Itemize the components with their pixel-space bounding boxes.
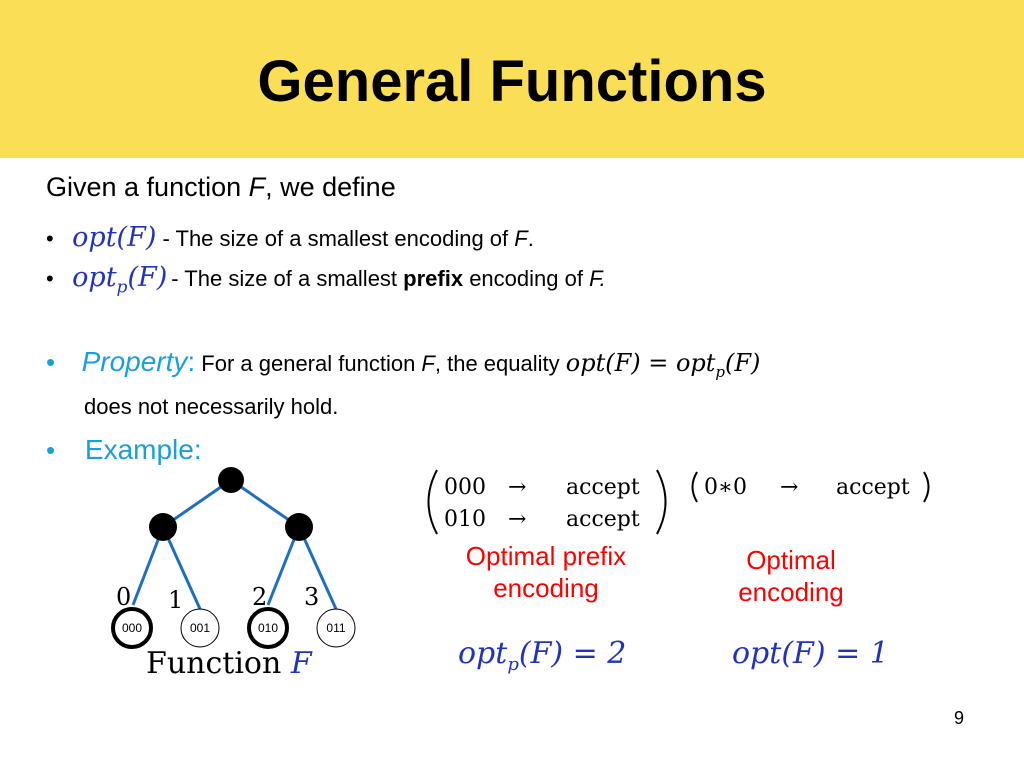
prefix-result-formula: optp(F) = 2	[458, 636, 626, 675]
matrix-row: 000 → accept	[444, 472, 640, 504]
matrix-right-paren	[656, 469, 667, 535]
arrow-icon: →	[508, 507, 527, 532]
arrow-icon: →	[508, 475, 527, 500]
def1-end: .	[527, 226, 534, 251]
leaf-label: 011	[326, 621, 345, 635]
optp-formula: optp(F)	[72, 262, 168, 297]
matrix-cell: 010	[444, 507, 486, 532]
page-number: 9	[953, 708, 964, 728]
optp-sub: p	[116, 277, 128, 298]
internal-node	[149, 513, 177, 541]
equality-formula: opt(F) = optp(F)	[565, 349, 761, 381]
def2-bold: prefix	[403, 266, 464, 291]
matrix-right-paren	[923, 471, 930, 503]
internal-node	[285, 513, 313, 541]
bullet-icon: •	[46, 347, 56, 377]
example-label: Example:	[84, 434, 202, 465]
def2-text2: encoding of	[463, 266, 590, 291]
property-text2: , the equality	[434, 351, 566, 376]
edge-label: 3	[304, 583, 319, 611]
optp-opt: opt	[72, 262, 117, 293]
optimal-matrix: 0∗0 → accept	[704, 472, 910, 504]
definition-optp: • optp(F)- The size of a smallest prefix…	[46, 262, 606, 297]
edge-label: 2	[252, 583, 267, 611]
leaf-node	[247, 607, 289, 649]
prefix-caption-line1: Optimal prefix	[465, 541, 627, 571]
property-line-2: does not necessarily hold.	[84, 394, 339, 419]
tree-caption: Function F	[146, 646, 312, 681]
intro-line: Given a function F, we define	[46, 172, 396, 203]
matrix-cell: 0∗0	[704, 475, 747, 500]
property-text: For a general function	[195, 351, 422, 376]
leaf-label: 010	[258, 621, 278, 635]
def2-var: F.	[589, 266, 606, 291]
leaf-node	[316, 608, 356, 648]
matrix-left-paren	[427, 469, 438, 535]
leaf-label: 001	[190, 621, 210, 635]
bullet-icon: •	[46, 266, 54, 291]
matrix-cell: accept	[566, 507, 640, 532]
equality-lhs: opt(F) = opt	[565, 349, 716, 377]
tree-caption-var: F	[290, 646, 312, 681]
def2-text: - The size of a smallest	[171, 266, 404, 291]
property-line: • Property: For a general function F, th…	[46, 346, 760, 381]
example-line: • Example:	[46, 434, 202, 466]
tree-edge	[297, 526, 338, 610]
def1-text: - The size of a smallest encoding of	[156, 226, 515, 251]
slide-title: General Functions	[257, 49, 767, 114]
optimal-result-formula: opt(F) = 1	[732, 636, 889, 671]
equality-sub: p	[715, 362, 726, 381]
root-node	[218, 467, 244, 493]
opt-formula: opt(F)	[72, 222, 157, 253]
prefix-caption: Optimal prefix encoding	[436, 540, 656, 604]
optimal-caption: Optimal encoding	[706, 544, 876, 608]
title-bar	[0, 0, 1024, 158]
matrix-cell: accept	[566, 475, 640, 500]
prefix-caption-line2: encoding	[493, 573, 599, 603]
definition-opt: • opt(F) - The size of a smallest encodi…	[46, 222, 534, 253]
leaf-label: 000	[122, 621, 142, 635]
equality-rhs: (F)	[725, 349, 761, 377]
edge-label: 0	[116, 583, 131, 611]
intro-prefix: Given a function	[46, 172, 249, 202]
edge-label: 1	[168, 586, 183, 614]
bullet-icon: •	[46, 226, 54, 251]
optimal-caption-line1: Optimal	[746, 545, 836, 575]
tree-edge	[161, 526, 202, 610]
prefix-result-rest: (F) = 2	[518, 636, 627, 671]
prefix-result-sub: p	[507, 654, 519, 675]
tree-caption-word: Function	[146, 646, 282, 681]
property-label: Property	[81, 346, 188, 377]
matrix-cell: accept	[836, 475, 910, 500]
def1-var: F	[514, 226, 528, 251]
property-var: F	[421, 351, 435, 376]
matrix-row: 010 → accept	[444, 504, 640, 536]
optp-arg: (F)	[127, 262, 168, 293]
leaf-node	[180, 608, 220, 648]
matrix-left-paren	[691, 471, 698, 503]
optimal-caption-line2: encoding	[738, 577, 844, 607]
matrix-cell: 000	[444, 475, 486, 500]
prefix-matrix: 000 → accept 010 → accept	[444, 472, 640, 536]
bullet-icon: •	[46, 435, 56, 465]
prefix-result-opt: opt	[458, 636, 508, 671]
intro-var: F	[248, 172, 266, 202]
leaf-node	[111, 607, 153, 649]
arrow-icon: →	[780, 475, 799, 500]
intro-suffix: , we define	[265, 172, 396, 202]
property-colon: :	[187, 346, 196, 377]
